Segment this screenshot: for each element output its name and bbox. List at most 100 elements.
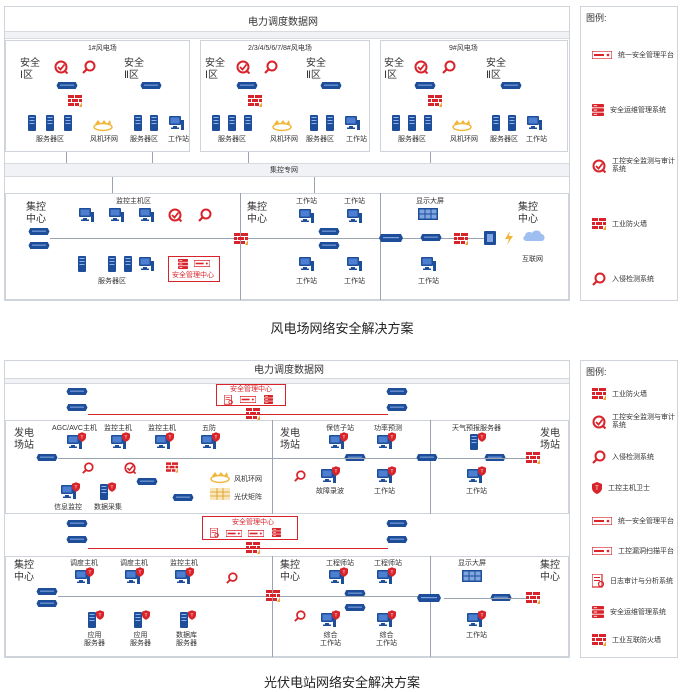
wind-ring-icon <box>452 118 472 132</box>
legend-item-log-audit: 日志审计与分析系统 <box>592 574 673 588</box>
server-area-label: 服务器区 <box>98 278 126 285</box>
monitor-audit-system-icon <box>592 415 606 429</box>
host-guard-icon <box>72 482 80 492</box>
workstation-label: 工作站 <box>346 136 367 143</box>
workstation-icon <box>298 256 314 272</box>
server-area-label: 服务器区 <box>306 136 334 143</box>
host-guard-icon <box>388 432 396 442</box>
switch-icon <box>136 478 158 485</box>
legend-top-title: 图例: <box>586 13 607 23</box>
workstation-icon <box>138 207 154 223</box>
unified-security-platform-icon <box>226 530 242 537</box>
engineer-station-label: 工程师站 <box>326 560 354 567</box>
host-guard-icon <box>592 482 602 494</box>
industrial-firewall-icon <box>68 95 82 107</box>
ids-icon <box>236 60 250 74</box>
lightning-icon <box>504 231 514 245</box>
workstation-label: 工作站 <box>344 198 365 205</box>
switch-icon <box>56 82 78 89</box>
intrusion-detection-icon <box>226 572 238 584</box>
workstation-icon <box>526 115 542 131</box>
wind-ring-label: 风机环网 <box>234 476 262 483</box>
switch-icon <box>236 82 258 89</box>
display-screen-label: 显示大屏 <box>416 198 444 205</box>
wind-ring-label: 风机环网 <box>450 136 478 143</box>
switch-icon <box>376 234 406 242</box>
bottom-dispatch-title: 电力调度数据网 <box>254 365 324 376</box>
top-caption: 风电场网络安全解决方案 <box>270 321 414 336</box>
vuln-scan-platform-icon <box>248 530 264 537</box>
intrusion-detection-icon <box>442 60 456 74</box>
server-icon <box>180 612 188 628</box>
server-area-label: 服务器区 <box>130 136 158 143</box>
server-icon <box>392 115 400 131</box>
switch-icon <box>500 82 522 89</box>
legend-bottom-title: 图例: <box>586 367 607 377</box>
dedicated-net-label: 集控专网 <box>270 167 298 174</box>
switch-icon <box>66 520 88 527</box>
pv-matrix-label: 光伏矩阵 <box>234 494 262 501</box>
server-icon <box>228 115 236 131</box>
workstation-icon <box>168 115 184 131</box>
host-guard-icon <box>332 466 340 476</box>
server-area-label: 服务器区 <box>36 136 64 143</box>
log-audit-system-icon <box>592 574 604 588</box>
industrial-firewall-icon <box>428 95 442 107</box>
host-guard-icon <box>78 432 86 442</box>
switch-icon <box>386 520 408 527</box>
switch-icon <box>344 604 366 611</box>
zone1-label-farm3: 安全 Ⅰ区 <box>384 58 404 81</box>
switch-icon <box>36 454 58 461</box>
wind-ring-icon <box>93 118 113 132</box>
workstation-label: 工作站 <box>466 632 487 639</box>
zone2-label-farm1: 安全 Ⅱ区 <box>124 58 144 81</box>
server-icon <box>326 115 334 131</box>
display-screen-icon <box>462 570 482 584</box>
switch-icon <box>386 536 408 543</box>
gateway-icon <box>484 231 496 245</box>
intrusion-detection-icon <box>82 60 96 74</box>
server-icon <box>508 115 516 131</box>
host-guard-icon <box>136 567 144 577</box>
intrusion-detection-icon <box>592 272 606 286</box>
wind-ring-icon <box>272 118 292 132</box>
display-screen-icon <box>418 208 438 222</box>
server-icon <box>424 115 432 131</box>
bottom-dispatch-band <box>5 378 569 384</box>
farm-label-2: 2/3/4/5/6/7/8#风电场 <box>248 45 312 52</box>
log-audit-system-icon <box>210 528 219 538</box>
security-center-label: 安全管理中心 <box>172 272 214 279</box>
switch-icon <box>420 234 442 241</box>
host-guard-icon <box>142 610 150 620</box>
cloud-icon <box>522 228 546 242</box>
plant-label-left: 发电 场站 <box>14 428 34 451</box>
wind-ring-label: 风机环网 <box>270 136 298 143</box>
info-monitor-label: 信息监控 <box>54 504 82 511</box>
intrusion-detection-icon <box>82 462 94 474</box>
host-guard-icon <box>478 610 486 620</box>
server-icon <box>470 434 478 450</box>
security-ops-system-icon <box>178 259 188 269</box>
switch-icon <box>414 82 436 89</box>
log-audit-system-icon <box>224 395 233 405</box>
zone1-label-farm1: 安全 Ⅰ区 <box>20 58 40 81</box>
host-guard-icon <box>96 610 104 620</box>
host-guard-icon <box>478 466 486 476</box>
monitor-audit-system-icon <box>592 159 606 173</box>
industrial-internet-firewall-icon <box>592 634 606 646</box>
legend-item-host-guard: 工控主机卫士 <box>592 482 650 494</box>
center-label-mid: 集控 中心 <box>280 560 300 583</box>
legend-item-intrusion-detection: 入侵检测系统 <box>592 450 654 464</box>
unified-security-platform-icon <box>592 51 612 59</box>
switch-icon <box>414 594 444 602</box>
intrusion-detection-icon <box>294 470 306 482</box>
weather-server-label: 天气预报服务器 <box>452 425 501 432</box>
server-icon <box>310 115 318 131</box>
host-guard-icon <box>478 432 486 442</box>
industrial-internet-firewall-icon <box>526 452 540 464</box>
workstation-icon <box>420 256 436 272</box>
monitor-host-label: 监控主机 <box>148 425 176 432</box>
wind-ring-label: 风机环网 <box>90 136 118 143</box>
switch-icon <box>140 82 162 89</box>
switch-icon <box>28 228 50 235</box>
